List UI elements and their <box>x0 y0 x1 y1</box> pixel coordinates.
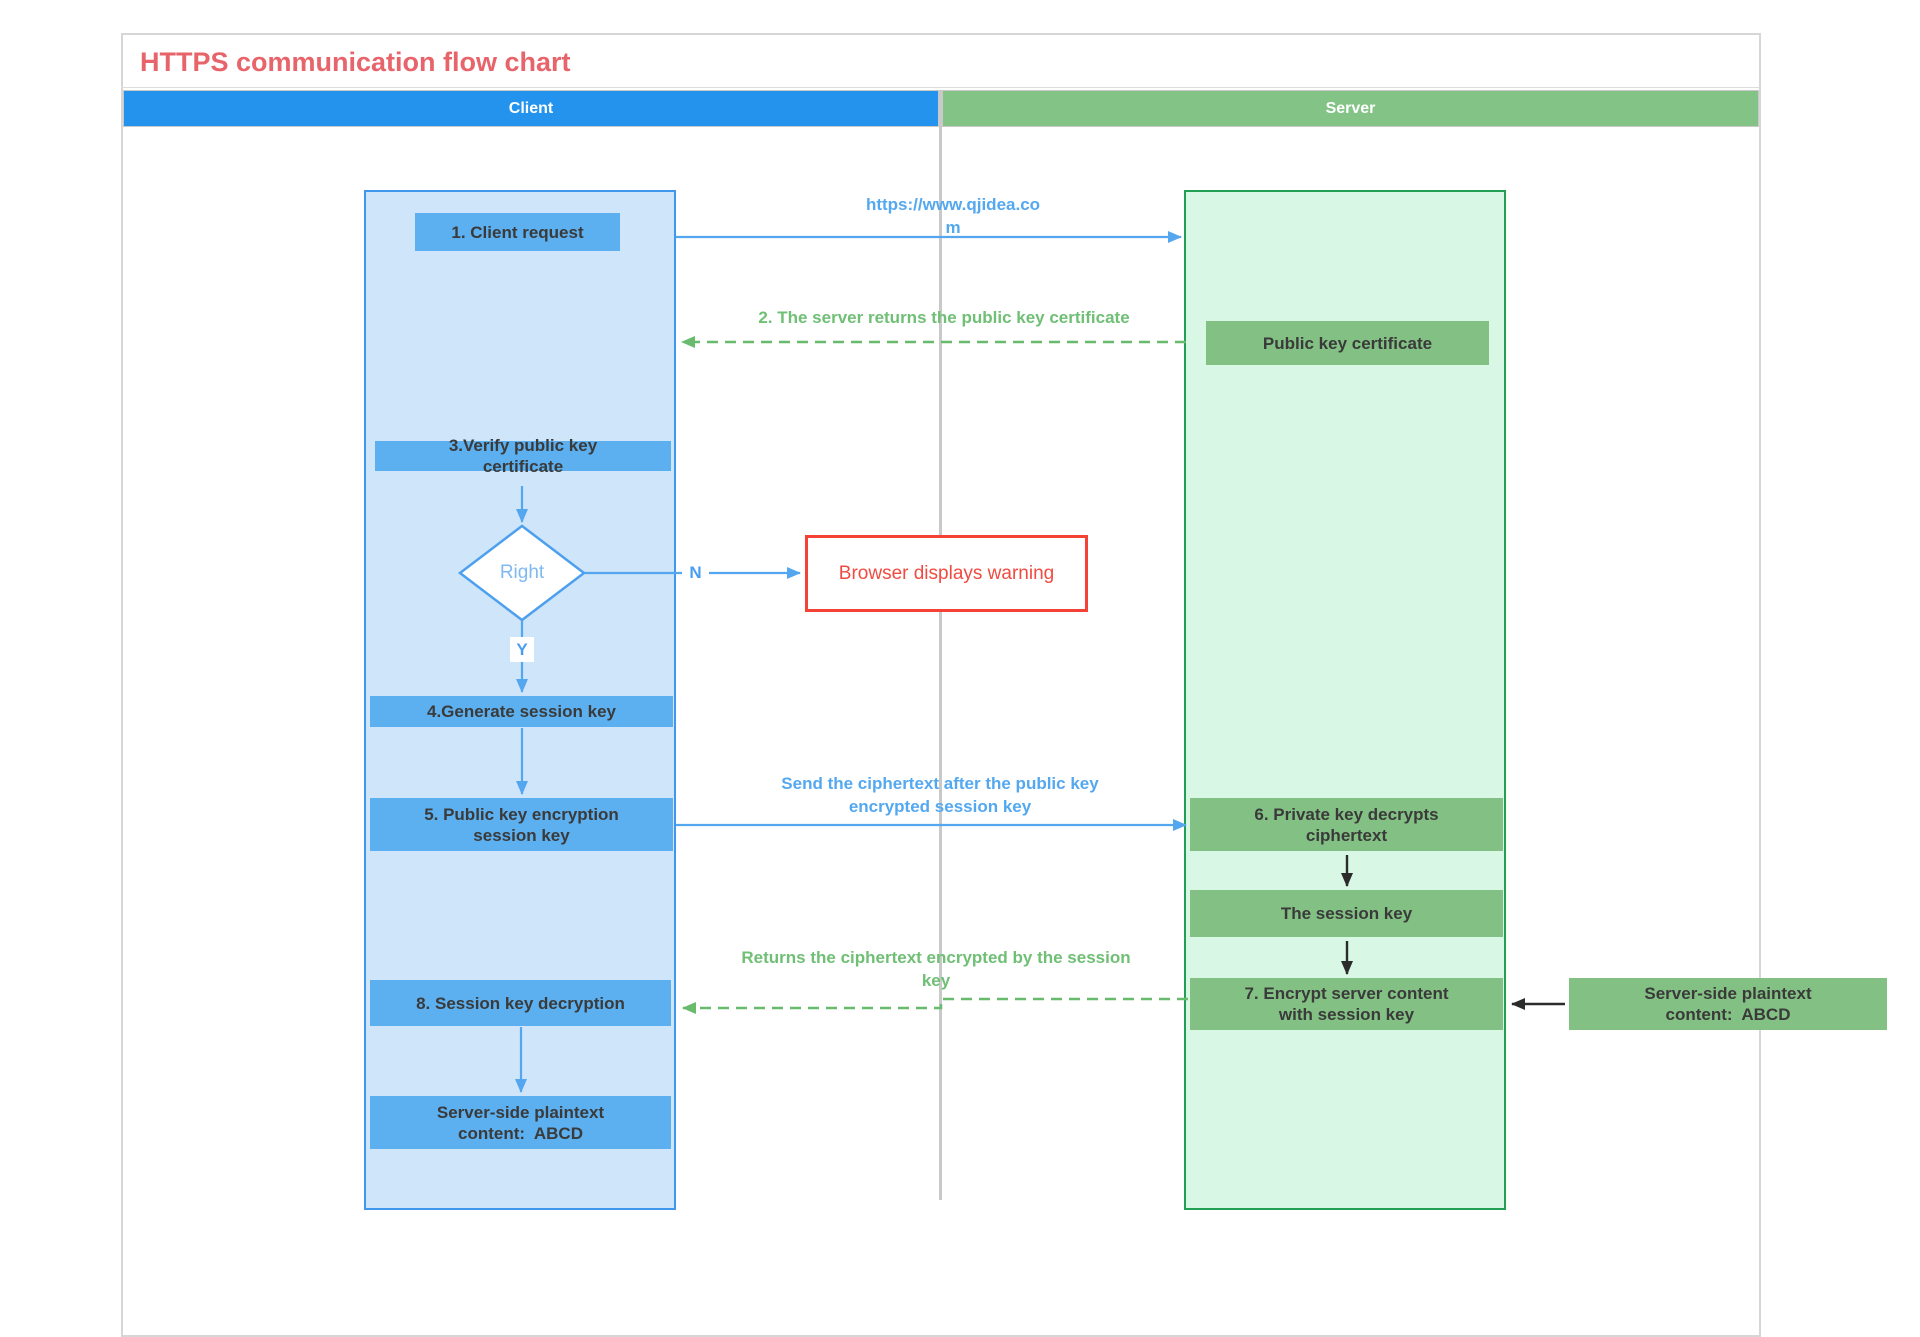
decision-diamond <box>457 524 587 622</box>
node-private-key-decrypts: 6. Private key decrypts ciphertext <box>1190 798 1503 851</box>
flow-label-return-ciphertext: Returns the ciphertext encrypted by the … <box>741 948 1131 990</box>
node-session-key-decryption: 8. Session key decryption <box>370 980 671 1026</box>
decision-yes-label: Y <box>510 637 534 662</box>
flow-label-request-url: https://www.qjidea.co m <box>865 195 1041 237</box>
node-verify-certificate: 3.Verify public key certificate <box>375 436 671 476</box>
node-client-plaintext: Server-side plaintext content: ABCD <box>370 1096 671 1149</box>
flow-label-send-ciphertext: Send the ciphertext after the public key… <box>781 774 1099 816</box>
arrows-overlay <box>457 231 1565 1093</box>
page-title: HTTPS communication flow chart <box>140 47 571 77</box>
node-generate-session-key: 4.Generate session key <box>370 696 673 727</box>
title-separator <box>121 87 1761 88</box>
node-public-key-certificate: Public key certificate <box>1206 321 1489 365</box>
node-encrypt-session-key: 5. Public key encryption session key <box>370 798 673 851</box>
decision-label: Right <box>499 562 545 583</box>
arrow-return-ciphertext <box>682 997 1188 1014</box>
lane-header-server: Server <box>942 90 1759 127</box>
flow-label-return-cert: 2. The server returns the public key cer… <box>758 308 1130 327</box>
node-session-key: The session key <box>1190 890 1503 937</box>
node-encrypt-server-content: 7. Encrypt server content with session k… <box>1190 978 1503 1030</box>
decision-no-label: N <box>682 560 709 585</box>
lane-header-client: Client <box>123 90 939 127</box>
node-client-request: 1. Client request <box>415 213 620 251</box>
warning-box: Browser displays warning <box>805 535 1088 612</box>
node-server-plaintext: Server-side plaintext content: ABCD <box>1569 978 1887 1030</box>
lane-divider <box>939 90 942 1200</box>
